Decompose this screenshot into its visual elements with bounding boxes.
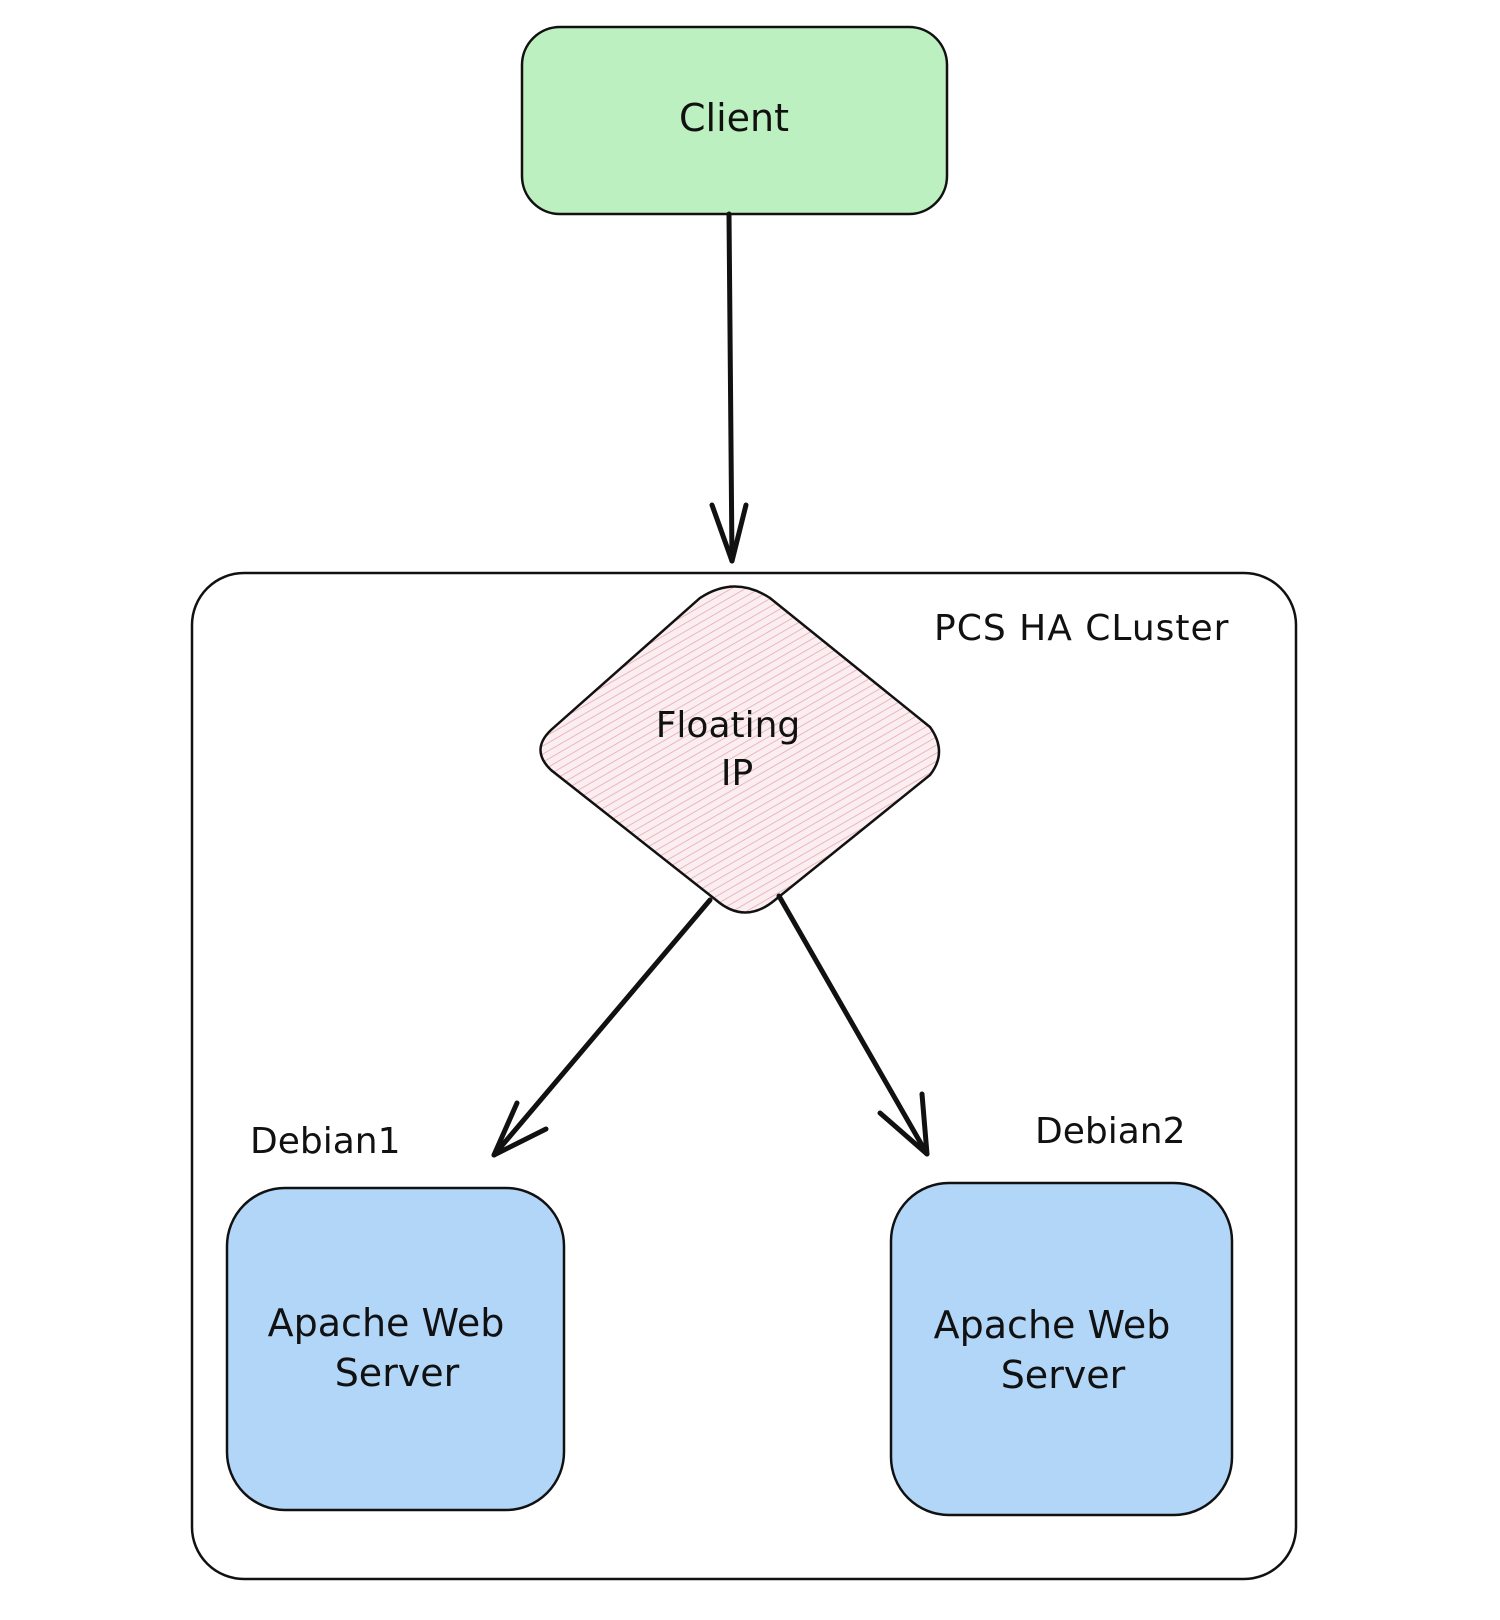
edge-floating-ip-server1 bbox=[491, 897, 713, 1158]
arrowhead-icon bbox=[709, 502, 749, 564]
server2-label-line2: Server bbox=[1001, 1353, 1126, 1397]
floating-ip-label-line1: Floating bbox=[656, 705, 801, 746]
edge-client-floating-ip bbox=[709, 211, 749, 564]
debian2-label: Debian2 bbox=[1035, 1111, 1186, 1152]
floating-ip-diamond[interactable] bbox=[539, 585, 941, 914]
floating-ip-label-line2: IP bbox=[721, 753, 753, 794]
server2-node[interactable]: Apache Web Server bbox=[889, 1181, 1234, 1517]
server1-node[interactable]: Apache Web Server bbox=[225, 1186, 566, 1512]
edge-floating-ip-server2 bbox=[776, 893, 930, 1157]
debian1-label: Debian1 bbox=[250, 1121, 401, 1162]
edge-line bbox=[491, 897, 713, 1158]
server1-label-line2: Server bbox=[335, 1351, 460, 1395]
arrowhead-icon bbox=[491, 1100, 549, 1158]
edge-line bbox=[726, 211, 735, 564]
server2-label-line1: Apache Web bbox=[934, 1303, 1171, 1347]
server1-label-line1: Apache Web bbox=[268, 1301, 505, 1345]
cluster-label: PCS HA CLuster bbox=[934, 608, 1229, 649]
client-box[interactable] bbox=[520, 25, 949, 216]
floating-ip-node[interactable]: Floating IP bbox=[539, 585, 941, 914]
client-node[interactable]: Client bbox=[520, 25, 949, 216]
edge-line bbox=[776, 893, 930, 1157]
client-label: Client bbox=[679, 96, 789, 140]
arrowhead-icon bbox=[877, 1091, 930, 1157]
server1-box[interactable] bbox=[225, 1186, 566, 1512]
server2-box[interactable] bbox=[889, 1181, 1234, 1517]
